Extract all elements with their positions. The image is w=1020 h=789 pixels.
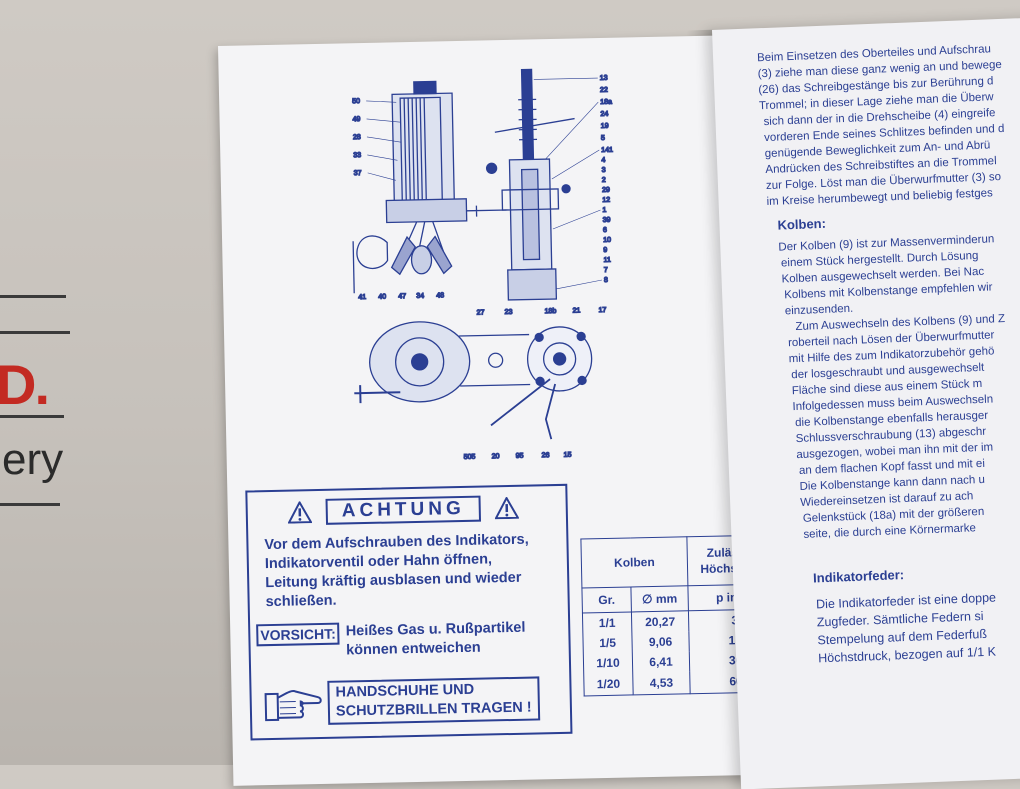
warning-triangle-icon [494, 496, 519, 520]
header-gr: Gr. [581, 586, 632, 613]
heading-kolben: Kolben: [777, 215, 827, 233]
warning-header: ACHTUNG [287, 495, 519, 526]
svg-text:29: 29 [602, 187, 610, 194]
warning-title: ACHTUNG [325, 495, 482, 525]
drawing-labels-left: 50 49 28 33 37 [351, 97, 362, 177]
drawing-labels-right: 13 22 18a 24 19 5 141 4 3 2 29 12 1 39 6… [599, 74, 614, 284]
header-kolben: Kolben [580, 536, 688, 588]
svg-text:3: 3 [602, 167, 606, 174]
svg-text:7: 7 [604, 267, 608, 274]
caution-label: VORSICHT: [256, 622, 341, 647]
sign-rule [0, 295, 66, 298]
svg-text:41: 41 [358, 294, 366, 301]
svg-text:9: 9 [603, 247, 607, 254]
paragraph-indikatorfeder: Die Indikatorfeder ist eine doppe Zugfed… [815, 590, 997, 666]
svg-text:48: 48 [436, 292, 444, 299]
header-diameter: ∅ mm [630, 585, 689, 612]
svg-text:8: 8 [604, 277, 608, 284]
svg-text:40: 40 [378, 294, 386, 301]
svg-text:2: 2 [602, 177, 606, 184]
caution-row: VORSICHT: Heißes Gas u. Rußpartikel könn… [256, 619, 526, 663]
gloves-notice: HANDSCHUHE UND SCHUTZBRILLEN TRAGEN ! [327, 676, 540, 725]
sign-rule [0, 503, 60, 506]
svg-text:17: 17 [599, 307, 607, 314]
drum-assembly-drawing [352, 80, 507, 294]
drawing-leader-lines [366, 77, 603, 290]
svg-text:26: 26 [542, 452, 550, 459]
sign-small-text: ery [2, 435, 64, 484]
svg-text:6: 6 [603, 227, 607, 234]
svg-text:10: 10 [603, 237, 611, 244]
pointing-hand-icon [264, 690, 322, 722]
heading-indikatorfeder: Indikatorfeder: [812, 567, 905, 586]
piston-assembly-drawing [485, 68, 575, 301]
svg-text:24: 24 [600, 111, 608, 118]
svg-text:21: 21 [573, 307, 581, 314]
svg-text:23: 23 [505, 309, 513, 316]
svg-text:5: 5 [601, 135, 605, 142]
svg-text:13: 13 [600, 75, 608, 82]
svg-text:11: 11 [604, 257, 612, 264]
svg-text:1: 1 [602, 207, 606, 214]
caution-text: Heißes Gas u. Rußpartikel können entweic… [345, 619, 526, 659]
svg-text:49: 49 [352, 116, 360, 123]
svg-text:37: 37 [354, 170, 362, 177]
drawing-labels-plan-bottom: 505 20 95 26 15 [463, 451, 572, 462]
svg-text:28: 28 [353, 134, 361, 141]
right-page: Beim Einsetzen des Oberteiles und Aufsch… [712, 17, 1020, 789]
svg-text:19: 19 [601, 123, 609, 130]
warning-text: Vor dem Aufschrauben des Indikators, Ind… [264, 531, 529, 611]
svg-text:22: 22 [600, 87, 608, 94]
svg-text:15: 15 [564, 452, 572, 459]
drawing-labels-plan-top: 27 23 18b 21 17 [476, 306, 607, 317]
drawing-labels-bottom-left: 41 40 47 34 48 [358, 292, 445, 302]
svg-text:18a: 18a [600, 99, 612, 106]
svg-text:18b: 18b [545, 308, 557, 315]
svg-text:33: 33 [353, 152, 361, 159]
warning-box: ACHTUNG Vor dem Aufschrauben des Indikat… [245, 483, 573, 741]
sign-big-text: D. [0, 353, 50, 416]
svg-text:12: 12 [602, 197, 610, 204]
left-page: 50 49 28 33 37 41 40 47 34 48 [218, 34, 794, 786]
svg-text:39: 39 [603, 217, 611, 224]
svg-text:95: 95 [516, 453, 524, 460]
svg-text:34: 34 [416, 293, 424, 300]
svg-text:27: 27 [477, 309, 485, 316]
background-sign: D. ery [0, 285, 80, 515]
indicator-technical-drawing: 50 49 28 33 37 41 40 47 34 48 [343, 57, 651, 468]
svg-text:47: 47 [398, 293, 406, 300]
sign-rule [0, 331, 70, 334]
paragraph-kolben: Der Kolben (9) ist zur Massenverminderun… [778, 233, 1006, 541]
paragraph-oberteil: Beim Einsetzen des Oberteiles und Aufsch… [756, 43, 1005, 209]
svg-text:20: 20 [492, 453, 500, 460]
svg-text:4: 4 [601, 157, 605, 164]
svg-text:50: 50 [352, 98, 360, 105]
svg-text:141: 141 [601, 147, 613, 154]
sign-rule [0, 415, 64, 418]
plan-view-drawing [354, 321, 593, 440]
svg-text:505: 505 [464, 454, 476, 461]
warning-triangle-icon [287, 501, 313, 524]
